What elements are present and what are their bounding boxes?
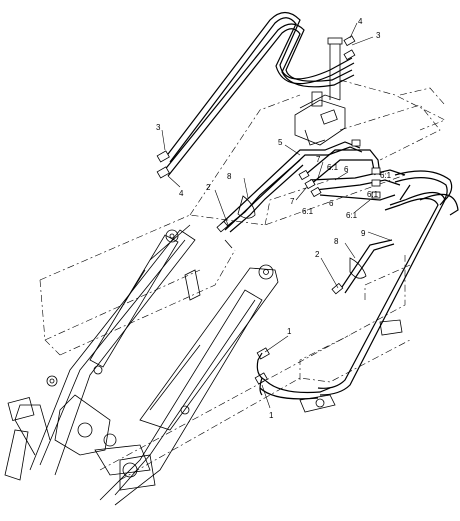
callout-1-lower: 1: [269, 411, 274, 420]
callout-2-left: 2: [206, 183, 211, 192]
hose-2-left: [216, 159, 304, 249]
callout-5: 5: [278, 138, 283, 147]
callout-6-1-c: 6:1: [367, 190, 379, 199]
hose-3-upper-loop: [156, 11, 356, 179]
callout-9: 9: [361, 229, 366, 238]
callout-3-left: 3: [156, 123, 161, 132]
callout-labels: 1 1 2 2 3 3 4 4 5 6 6 6:1 6:1 6:1 6:1 6:…: [156, 17, 392, 420]
callout-2-right: 2: [315, 250, 320, 259]
callout-3-right: 3: [376, 31, 381, 40]
callout-4-left: 4: [179, 189, 184, 198]
callout-6-1-b: 6:1: [380, 171, 392, 180]
callout-leaders: [161, 22, 391, 409]
callout-6-upper: 6: [344, 165, 349, 174]
callout-6-1-a: 6:1: [327, 163, 339, 172]
left-lift-arm: [4, 229, 196, 481]
hose-2-right: [331, 239, 395, 295]
hose-1: [256, 352, 266, 396]
right-long-hoses: [254, 170, 459, 413]
control-valve: [294, 37, 346, 146]
callout-7-lower: 7: [290, 197, 295, 206]
left-cylinder: [89, 224, 191, 368]
callout-1-upper: 1: [287, 327, 292, 336]
callout-6-1-e: 6:1: [346, 211, 358, 220]
loader-frame: [39, 79, 446, 481]
tube-bundle: [219, 139, 406, 231]
callout-8-left: 8: [227, 172, 232, 181]
callout-4-right: 4: [358, 17, 363, 26]
callout-7-upper: 7: [316, 155, 321, 164]
callout-6-lower: 6: [329, 199, 334, 208]
callout-6-1-d: 6:1: [302, 207, 314, 216]
right-lift-arm: [99, 264, 279, 506]
callout-8-right: 8: [334, 237, 339, 246]
